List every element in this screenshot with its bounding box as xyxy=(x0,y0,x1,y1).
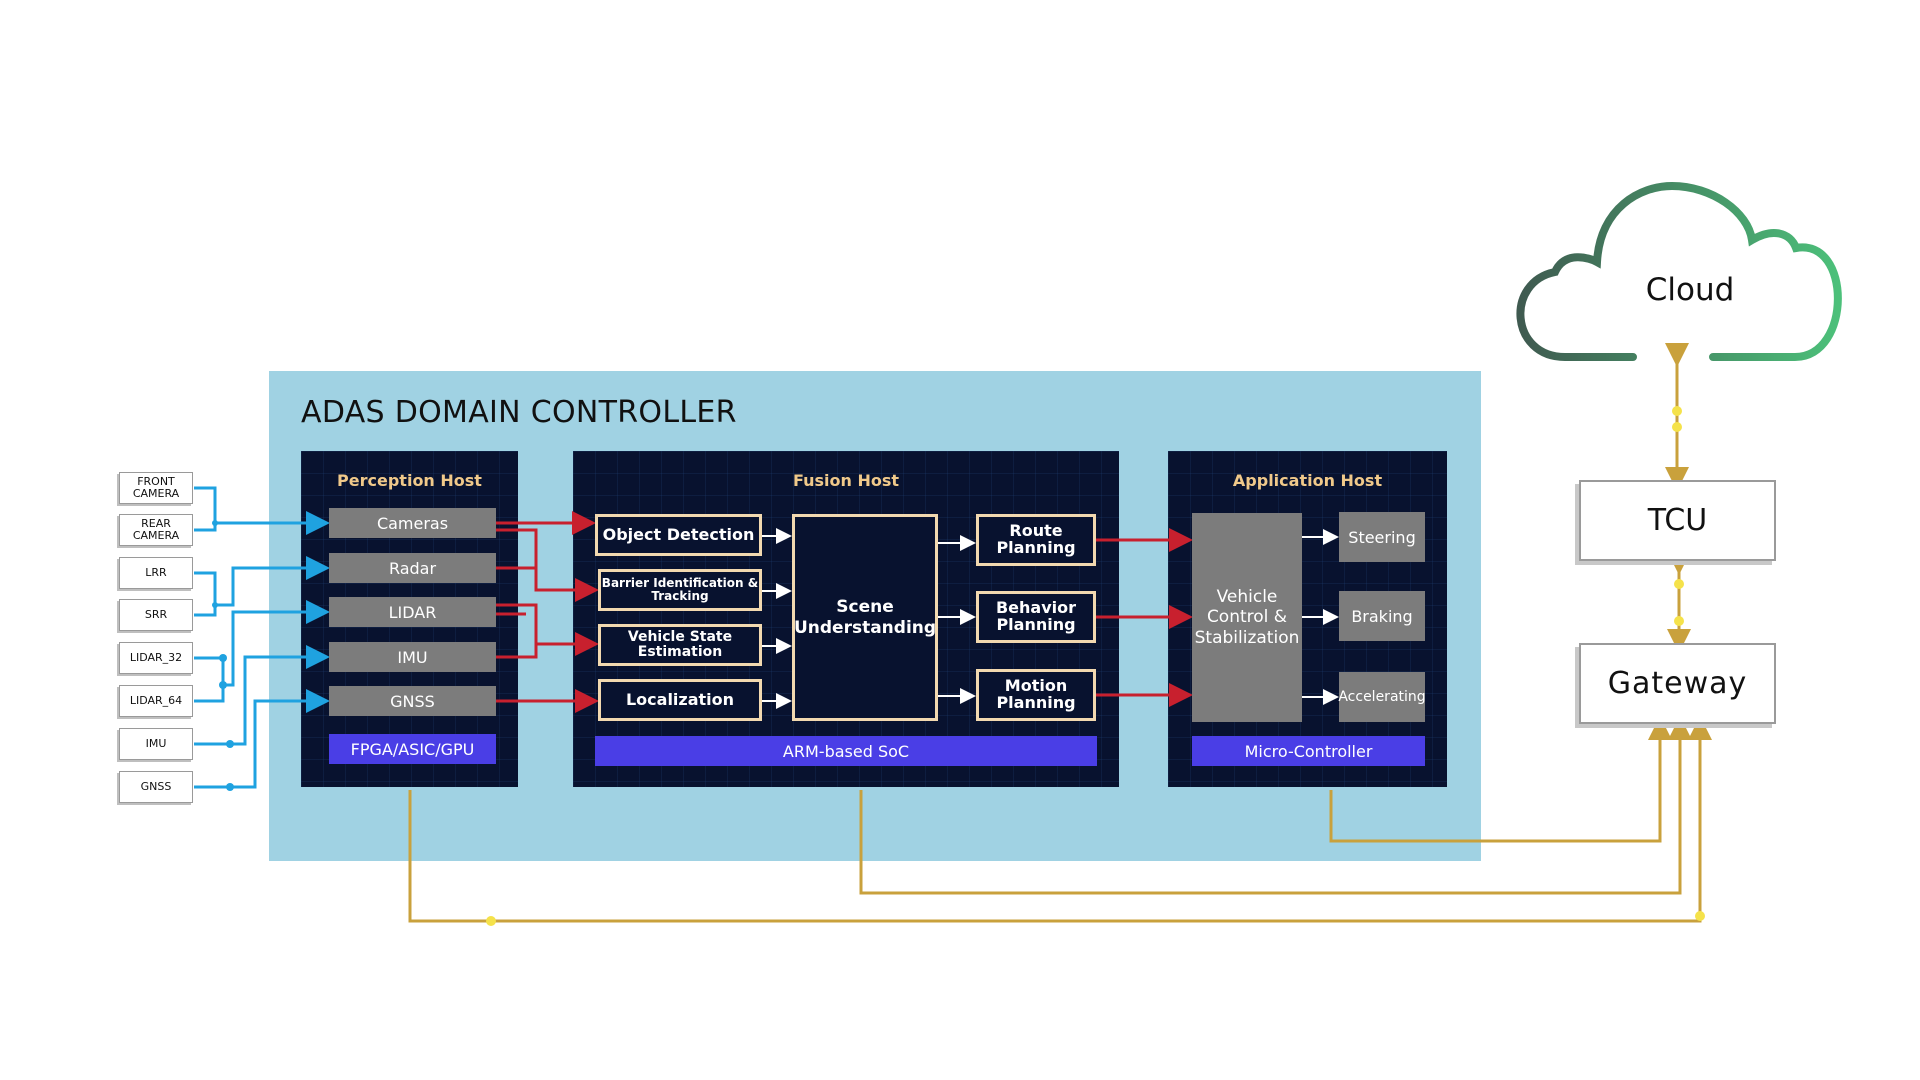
perception-chip-label: FPGA/ASIC/GPU xyxy=(329,734,496,764)
sensor-rear-camera: REAR CAMERA xyxy=(119,514,193,546)
junction-dot xyxy=(212,520,218,526)
junction-dot xyxy=(1674,579,1684,589)
cloud-label: Cloud xyxy=(1645,272,1735,308)
perception-item-lidar: LIDAR xyxy=(329,597,496,627)
tcu-label: TCU xyxy=(1647,503,1708,538)
sensor-lrr: LRR xyxy=(119,557,193,589)
perception-item-cameras: Cameras xyxy=(329,508,496,538)
junction-dot xyxy=(1695,911,1705,921)
fusion-input-barrier-tracking: Barrier Identification & Tracking xyxy=(598,569,762,611)
sensor-lidar-32: LIDAR_32 xyxy=(119,642,193,674)
junction-dot xyxy=(1672,406,1682,416)
sensor-front-camera: FRONT CAMERA xyxy=(119,472,193,504)
fusion-input-object-detection: Object Detection xyxy=(595,514,762,556)
fusion-scene-understanding: Scene Understanding xyxy=(792,514,938,721)
sensor-gnss: GNSS xyxy=(119,771,193,803)
junction-dot xyxy=(226,783,234,791)
application-vehicle-control: Vehicle Control & Stabilization xyxy=(1192,513,1302,722)
sensor-imu: IMU xyxy=(119,728,193,760)
wire-srr xyxy=(194,605,217,617)
sensor-srr: SRR xyxy=(119,599,193,631)
junction-dot xyxy=(486,916,496,926)
perception-item-gnss: GNSS xyxy=(329,686,496,716)
junction-dot xyxy=(226,740,234,748)
gateway-label: Gateway xyxy=(1607,666,1748,701)
fusion-chip-label: ARM-based SoC xyxy=(595,736,1097,766)
sensor-lidar-64: LIDAR_64 xyxy=(119,685,193,717)
perception-host-title: Perception Host xyxy=(337,471,482,490)
fusion-input-localization: Localization xyxy=(598,679,762,721)
fusion-host-title: Fusion Host xyxy=(792,471,900,490)
perception-item-radar: Radar xyxy=(329,553,496,583)
application-output-steering: Steering xyxy=(1339,512,1425,562)
fusion-motion-planning: Motion Planning xyxy=(976,669,1096,721)
application-host-title: Application Host xyxy=(1232,471,1383,490)
fusion-input-vehicle-state: Vehicle State Estimation xyxy=(598,624,762,666)
fusion-route-planning: Route Planning xyxy=(976,514,1096,566)
junction-dot xyxy=(219,654,227,662)
gateway-box: Gateway xyxy=(1579,643,1776,724)
application-chip-label: Micro-Controller xyxy=(1192,736,1425,766)
application-output-accelerating: Accelerating xyxy=(1338,672,1426,722)
perception-item-imu: IMU xyxy=(329,642,496,672)
wire-lidar-64 xyxy=(194,685,225,703)
junction-dot xyxy=(219,681,227,689)
wire-rear-camera xyxy=(194,523,217,532)
junction-dot xyxy=(1672,422,1682,432)
junction-dot xyxy=(212,602,218,608)
application-output-braking: Braking xyxy=(1339,591,1425,641)
page-title: ADAS DOMAIN CONTROLLER xyxy=(301,395,737,430)
junction-dot xyxy=(1674,616,1684,626)
tcu-box: TCU xyxy=(1579,480,1776,561)
fusion-behavior-planning: Behavior Planning xyxy=(976,591,1096,643)
